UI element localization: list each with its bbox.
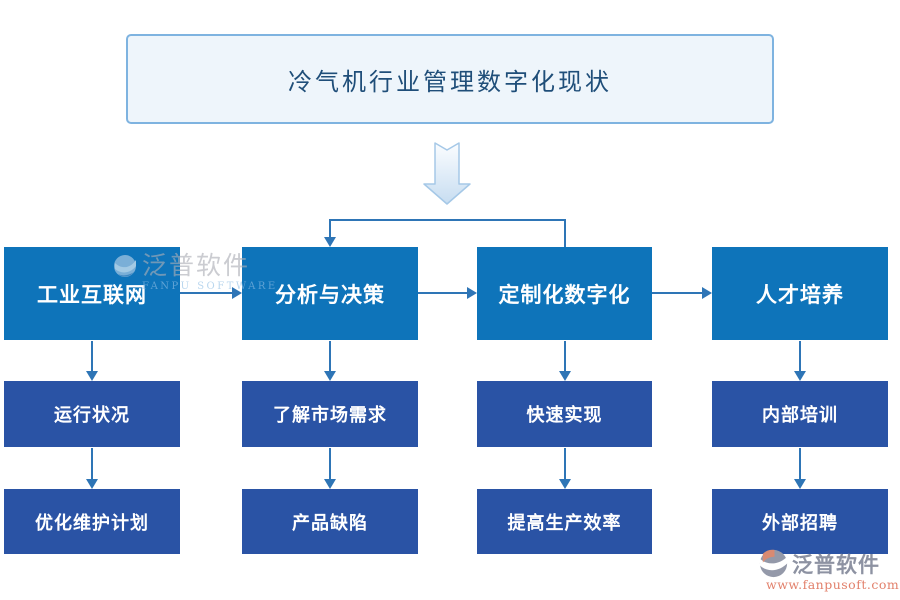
node-label: 提高生产效率 [507,512,622,534]
footer-brand-cn: 泛普软件 [792,551,880,577]
varrow-col2-b-line [329,448,331,479]
varrow-col4-b-line [799,448,801,479]
node-custom-digitalization: 定制化数字化 [477,247,652,340]
node-operation-status: 运行状况 [4,381,180,447]
bracket-right-line [564,219,566,247]
varrow-col1-a-line [91,341,93,371]
node-label: 人才培养 [756,281,844,307]
node-improve-production-efficiency: 提高生产效率 [477,489,652,554]
arrow-3-4-line [652,292,702,294]
node-label: 内部培训 [762,405,838,426]
node-label: 工业互联网 [37,281,147,307]
varrow-col2-a-head-icon [324,371,336,381]
node-label: 了解市场需求 [273,405,387,426]
node-label: 外部招聘 [762,512,838,534]
varrow-col4-a-head-icon [794,371,806,381]
varrow-col1-b-line [91,448,93,479]
varrow-col2-b-head-icon [324,479,336,489]
node-market-demand: 了解市场需求 [242,381,418,447]
arrow-3-4-head-icon [702,287,712,299]
footer-website-url: www.fanpusoft.com [766,577,900,592]
varrow-col4-a-line [799,341,801,371]
bracket-left-line [329,219,331,238]
bracket-left-arrowhead-icon [324,237,336,247]
node-label: 优化维护计划 [35,512,149,534]
varrow-col3-b-line [564,448,566,479]
varrow-col3-b-head-icon [559,479,571,489]
footer-logo: 泛普软件 www.fanpusoft.com [758,547,900,592]
varrow-col3-a-head-icon [559,371,571,381]
node-internal-training: 内部培训 [712,381,888,447]
node-label: 产品缺陷 [292,512,368,534]
varrow-col4-b-head-icon [794,479,806,489]
node-label: 快速实现 [526,405,603,426]
node-label: 运行状况 [54,405,130,426]
node-external-recruitment: 外部招聘 [712,489,888,554]
varrow-col1-a-head-icon [86,371,98,381]
big-down-arrow-icon [423,142,471,205]
page-title: 冷气机行业管理数字化现状 [288,67,612,96]
node-optimize-maintenance-plan: 优化维护计划 [4,489,180,554]
footer-logo-icon [759,549,789,578]
varrow-col2-a-line [329,341,331,371]
node-talent-development: 人才培养 [712,247,888,340]
arrow-2-3-head-icon [467,287,477,299]
node-product-defects: 产品缺陷 [242,489,418,554]
arrow-2-3-line [418,292,467,294]
title-box: 冷气机行业管理数字化现状 [126,34,774,124]
node-analysis-decision: 分析与决策 [242,247,418,340]
arrow-1-2-line [180,292,232,294]
varrow-col1-b-head-icon [86,479,98,489]
arrow-1-2-head-icon [232,287,242,299]
node-quick-implementation: 快速实现 [477,381,652,447]
varrow-col3-a-line [564,341,566,371]
node-label: 定制化数字化 [498,281,631,307]
bracket-top-line [329,219,566,221]
node-label: 分析与决策 [275,281,385,307]
node-industrial-internet: 工业互联网 [4,247,180,340]
